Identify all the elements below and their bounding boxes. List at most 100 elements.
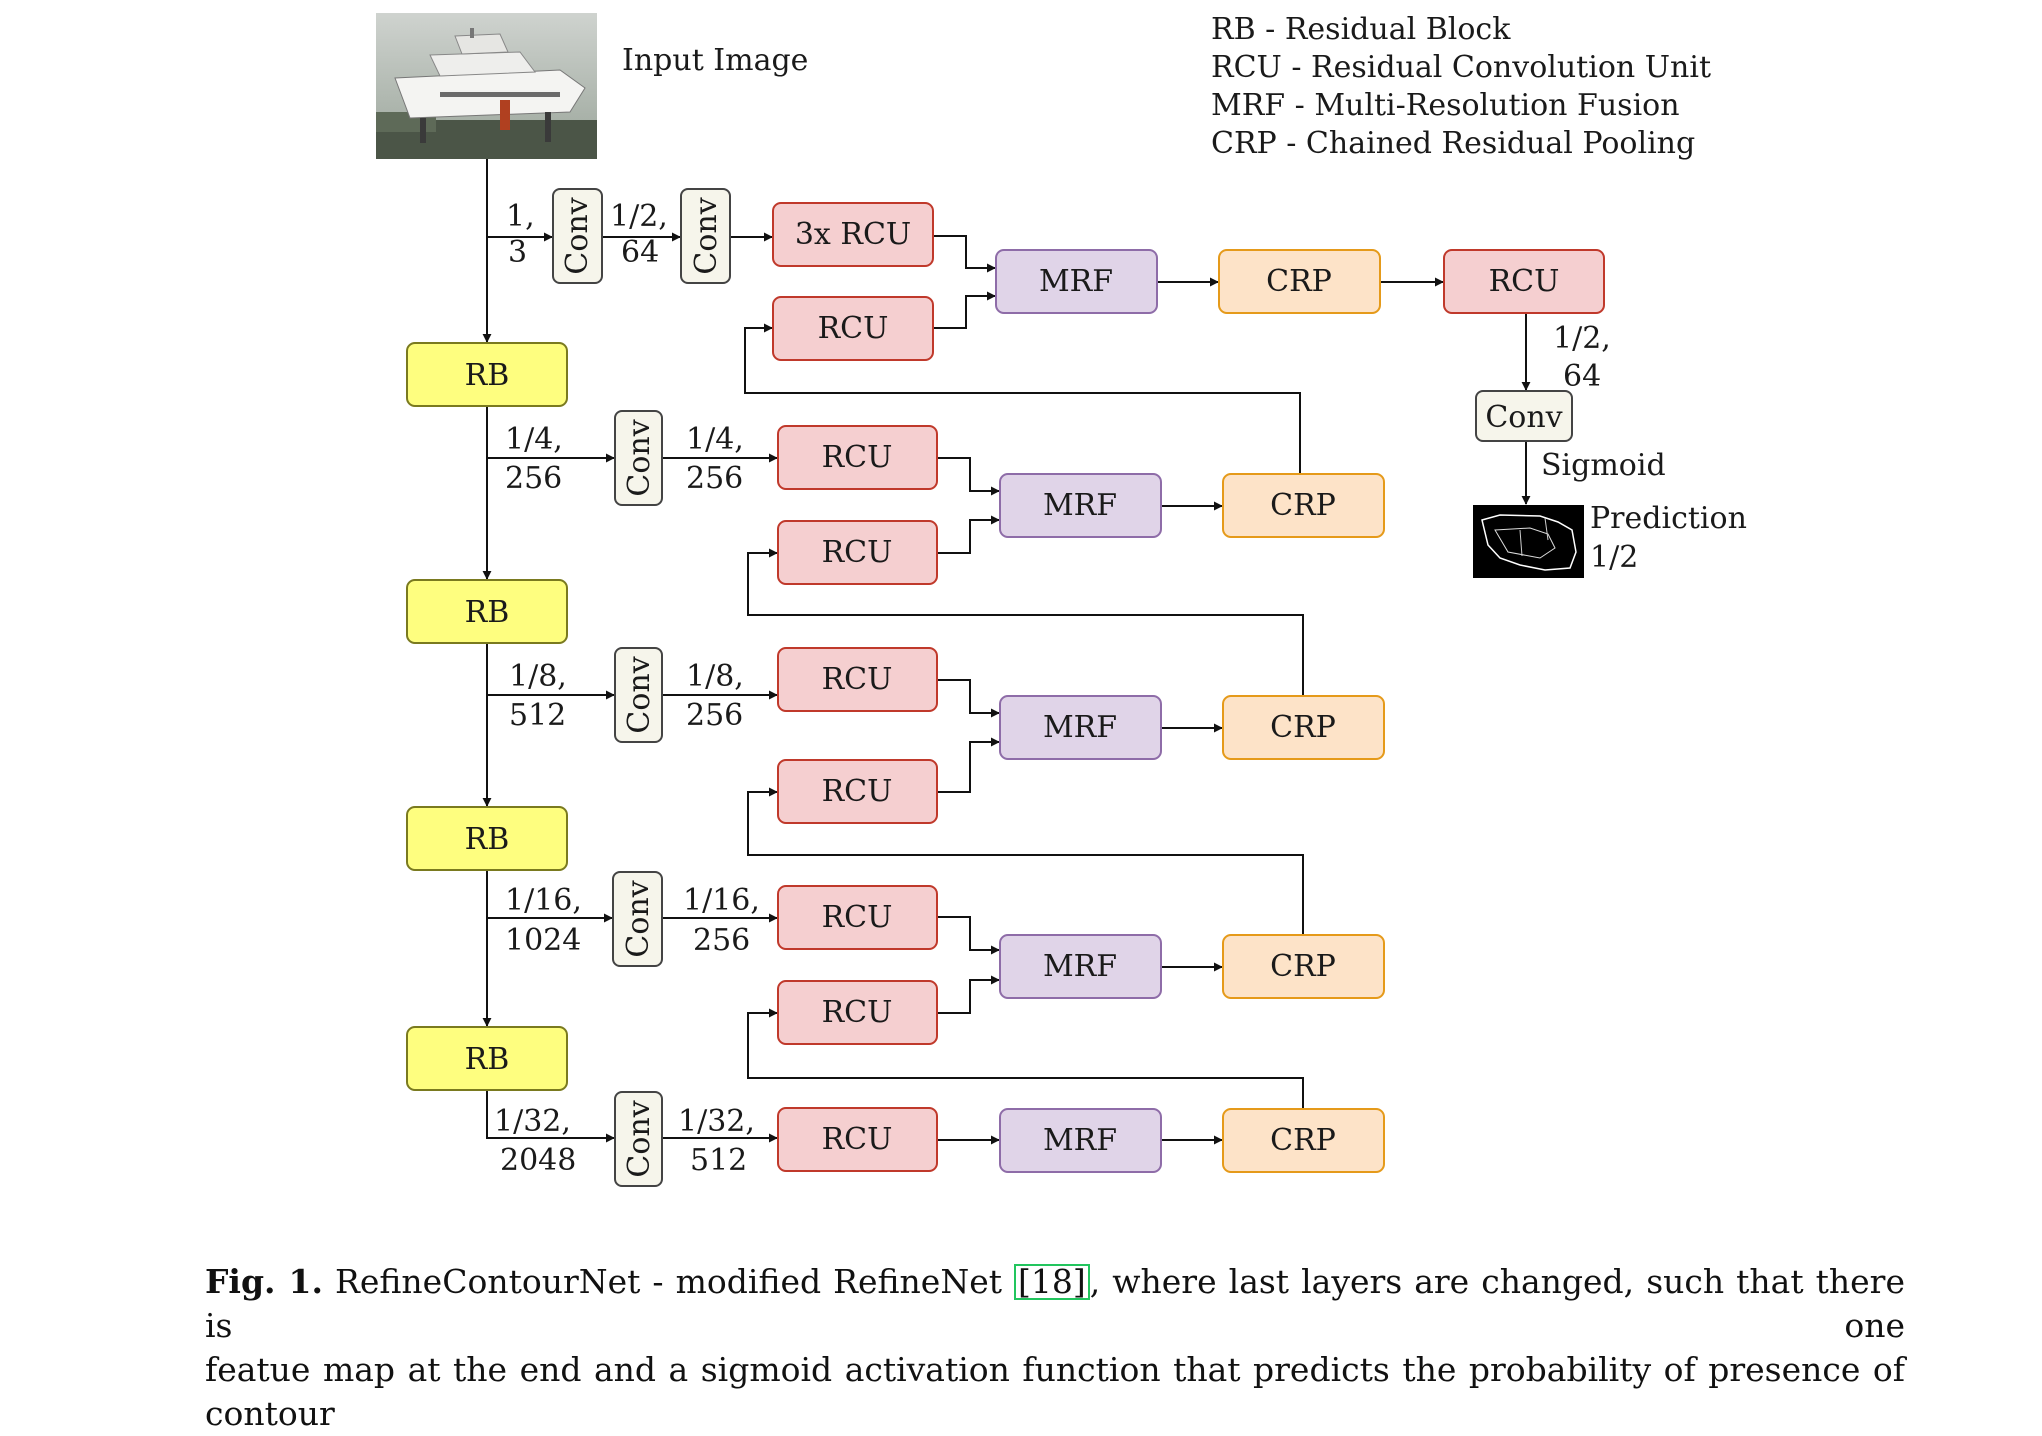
mrf-block-3: MRF [999, 934, 1162, 999]
label-prediction-scale: 1/2 [1590, 540, 1638, 575]
rcu-block-4: RCU [777, 1107, 938, 1172]
crp-block-3: CRP [1222, 934, 1385, 999]
crp-block-1: CRP [1222, 473, 1385, 538]
mrf-block-4: MRF [999, 1108, 1162, 1173]
conv-block-4: Conv [612, 871, 663, 967]
crp-block-4-label: CRP [1270, 1123, 1336, 1158]
label-l1-rb-channels: 256 [505, 461, 562, 496]
rcu-block-2b: RCU [777, 759, 938, 824]
rcu-block-3b-label: RCU [822, 995, 893, 1030]
rcu-block-0b-label: RCU [818, 311, 889, 346]
rb-block-3: RB [406, 806, 568, 871]
mrf-block-1: MRF [999, 473, 1162, 538]
legend-item-rb: RB - Residual Block [1211, 12, 1511, 47]
conv-block-2-label: Conv [622, 419, 657, 496]
rb-block-4: RB [406, 1026, 568, 1091]
rcu-block-2b-label: RCU [822, 774, 893, 809]
label-sigmoid: Sigmoid [1541, 448, 1666, 483]
label-l3-rb-channels: 1024 [505, 923, 581, 958]
label-l1-conv-scale: 1/4, [686, 422, 744, 457]
conv-block-0: Conv [552, 188, 603, 284]
mrf-block-4-label: MRF [1043, 1123, 1117, 1158]
crp-block-0-label: CRP [1266, 264, 1332, 299]
rcu-block-output: RCU [1443, 249, 1605, 314]
label-l2-conv-scale: 1/8, [686, 659, 744, 694]
conv-block-3-label: Conv [622, 656, 657, 733]
mrf-block-0: MRF [995, 249, 1158, 314]
refinecontournet-diagram: Input Image RB - Residual Block RCU - Re… [376, 12, 1747, 1187]
figure-caption: Fig. 1. RefineContourNet - modified Refi… [205, 1260, 1905, 1436]
conv-block-3: Conv [614, 647, 663, 743]
conv-block-5: Conv [614, 1091, 663, 1187]
rcu-block-1b-label: RCU [822, 535, 893, 570]
label-input-channels: 3 [508, 235, 527, 270]
conv-block-0-label: Conv [560, 197, 595, 274]
rb-block-2-label: RB [465, 595, 510, 630]
label-out-channels: 64 [1563, 359, 1601, 394]
mrf-block-2: MRF [999, 695, 1162, 760]
legend-item-mrf: MRF - Multi-Resolution Fusion [1211, 88, 1680, 123]
crp-block-4: CRP [1222, 1108, 1385, 1173]
crp-block-1-label: CRP [1270, 488, 1336, 523]
rb-block-1: RB [406, 342, 568, 407]
conv-block-4-label: Conv [621, 880, 656, 957]
label-prediction: Prediction [1590, 501, 1747, 536]
legend: RB - Residual Block RCU - Residual Convo… [1211, 12, 1711, 161]
crp-block-3-label: CRP [1270, 949, 1336, 984]
rcu-block-3a-label: RCU [822, 900, 893, 935]
caption-reference-link[interactable]: [18] [1014, 1264, 1090, 1300]
crp-block-2-label: CRP [1270, 710, 1336, 745]
mrf-block-2-label: MRF [1043, 710, 1117, 745]
input-image [376, 13, 597, 159]
label-l4-rb-channels: 2048 [500, 1143, 576, 1178]
connections [482, 159, 1531, 1145]
conv-block-output: Conv [1475, 390, 1573, 442]
input-image-label: Input Image [622, 43, 808, 78]
caption-line-2: featue map at the end and a sigmoid acti… [205, 1350, 1905, 1433]
label-l3-conv-channels: 256 [693, 923, 750, 958]
conv-block-output-label: Conv [1485, 400, 1562, 435]
label-l2-rb-channels: 512 [509, 698, 566, 733]
rb-block-3-label: RB [465, 822, 510, 857]
rcu-block-1a: RCU [777, 425, 938, 490]
rb-block-4-label: RB [465, 1042, 510, 1077]
rcu-block-0b: RCU [772, 296, 934, 361]
rcu-block-3b: RCU [777, 980, 938, 1045]
rcu3x-block-label: 3x RCU [795, 217, 911, 252]
label-l4-rb-scale: 1/32, [494, 1104, 571, 1139]
mrf-block-0-label: MRF [1039, 264, 1113, 299]
rcu-block-output-label: RCU [1489, 264, 1560, 299]
caption-text-after-ref: , where last layers are changed, such th… [205, 1262, 1905, 1345]
label-l1-conv-channels: 256 [686, 461, 743, 496]
conv-block-1: Conv [680, 188, 731, 284]
legend-item-crp: CRP - Chained Residual Pooling [1211, 126, 1695, 161]
label-conv0-scale: 1/2, [610, 199, 668, 234]
legend-item-rcu: RCU - Residual Convolution Unit [1211, 50, 1711, 85]
rcu-block-2a-label: RCU [822, 662, 893, 697]
label-l2-conv-channels: 256 [686, 698, 743, 733]
label-l1-rb-scale: 1/4, [505, 422, 563, 457]
label-input-scale: 1, [506, 199, 535, 234]
label-l4-conv-channels: 512 [690, 1143, 747, 1178]
label-l3-conv-scale: 1/16, [683, 883, 760, 918]
rb-block-1-label: RB [465, 358, 510, 393]
rcu-block-1a-label: RCU [822, 440, 893, 475]
crp-block-2: CRP [1222, 695, 1385, 760]
mrf-block-1-label: MRF [1043, 488, 1117, 523]
prediction-image [1473, 505, 1584, 578]
label-l2-rb-scale: 1/8, [509, 659, 567, 694]
rcu-block-3a: RCU [777, 885, 938, 950]
rb-block-2: RB [406, 579, 568, 644]
caption-text-before-ref: RefineContourNet - modified RefineNet [335, 1262, 1002, 1301]
rcu-block-2a: RCU [777, 647, 938, 712]
conv-block-1-label: Conv [689, 197, 724, 274]
rcu-block-1b: RCU [777, 520, 938, 585]
label-out-scale: 1/2, [1553, 321, 1611, 356]
rcu3x-block: 3x RCU [772, 202, 934, 267]
edge-labels: 1, 3 1/2, 64 1/4, 256 1/4, 256 1/8, 512 … [494, 199, 1747, 1178]
crp-block-0: CRP [1218, 249, 1381, 314]
conv-block-2: Conv [614, 410, 663, 506]
label-l3-rb-scale: 1/16, [505, 883, 582, 918]
caption-lead: Fig. 1. [205, 1262, 324, 1301]
label-l4-conv-scale: 1/32, [678, 1104, 755, 1139]
